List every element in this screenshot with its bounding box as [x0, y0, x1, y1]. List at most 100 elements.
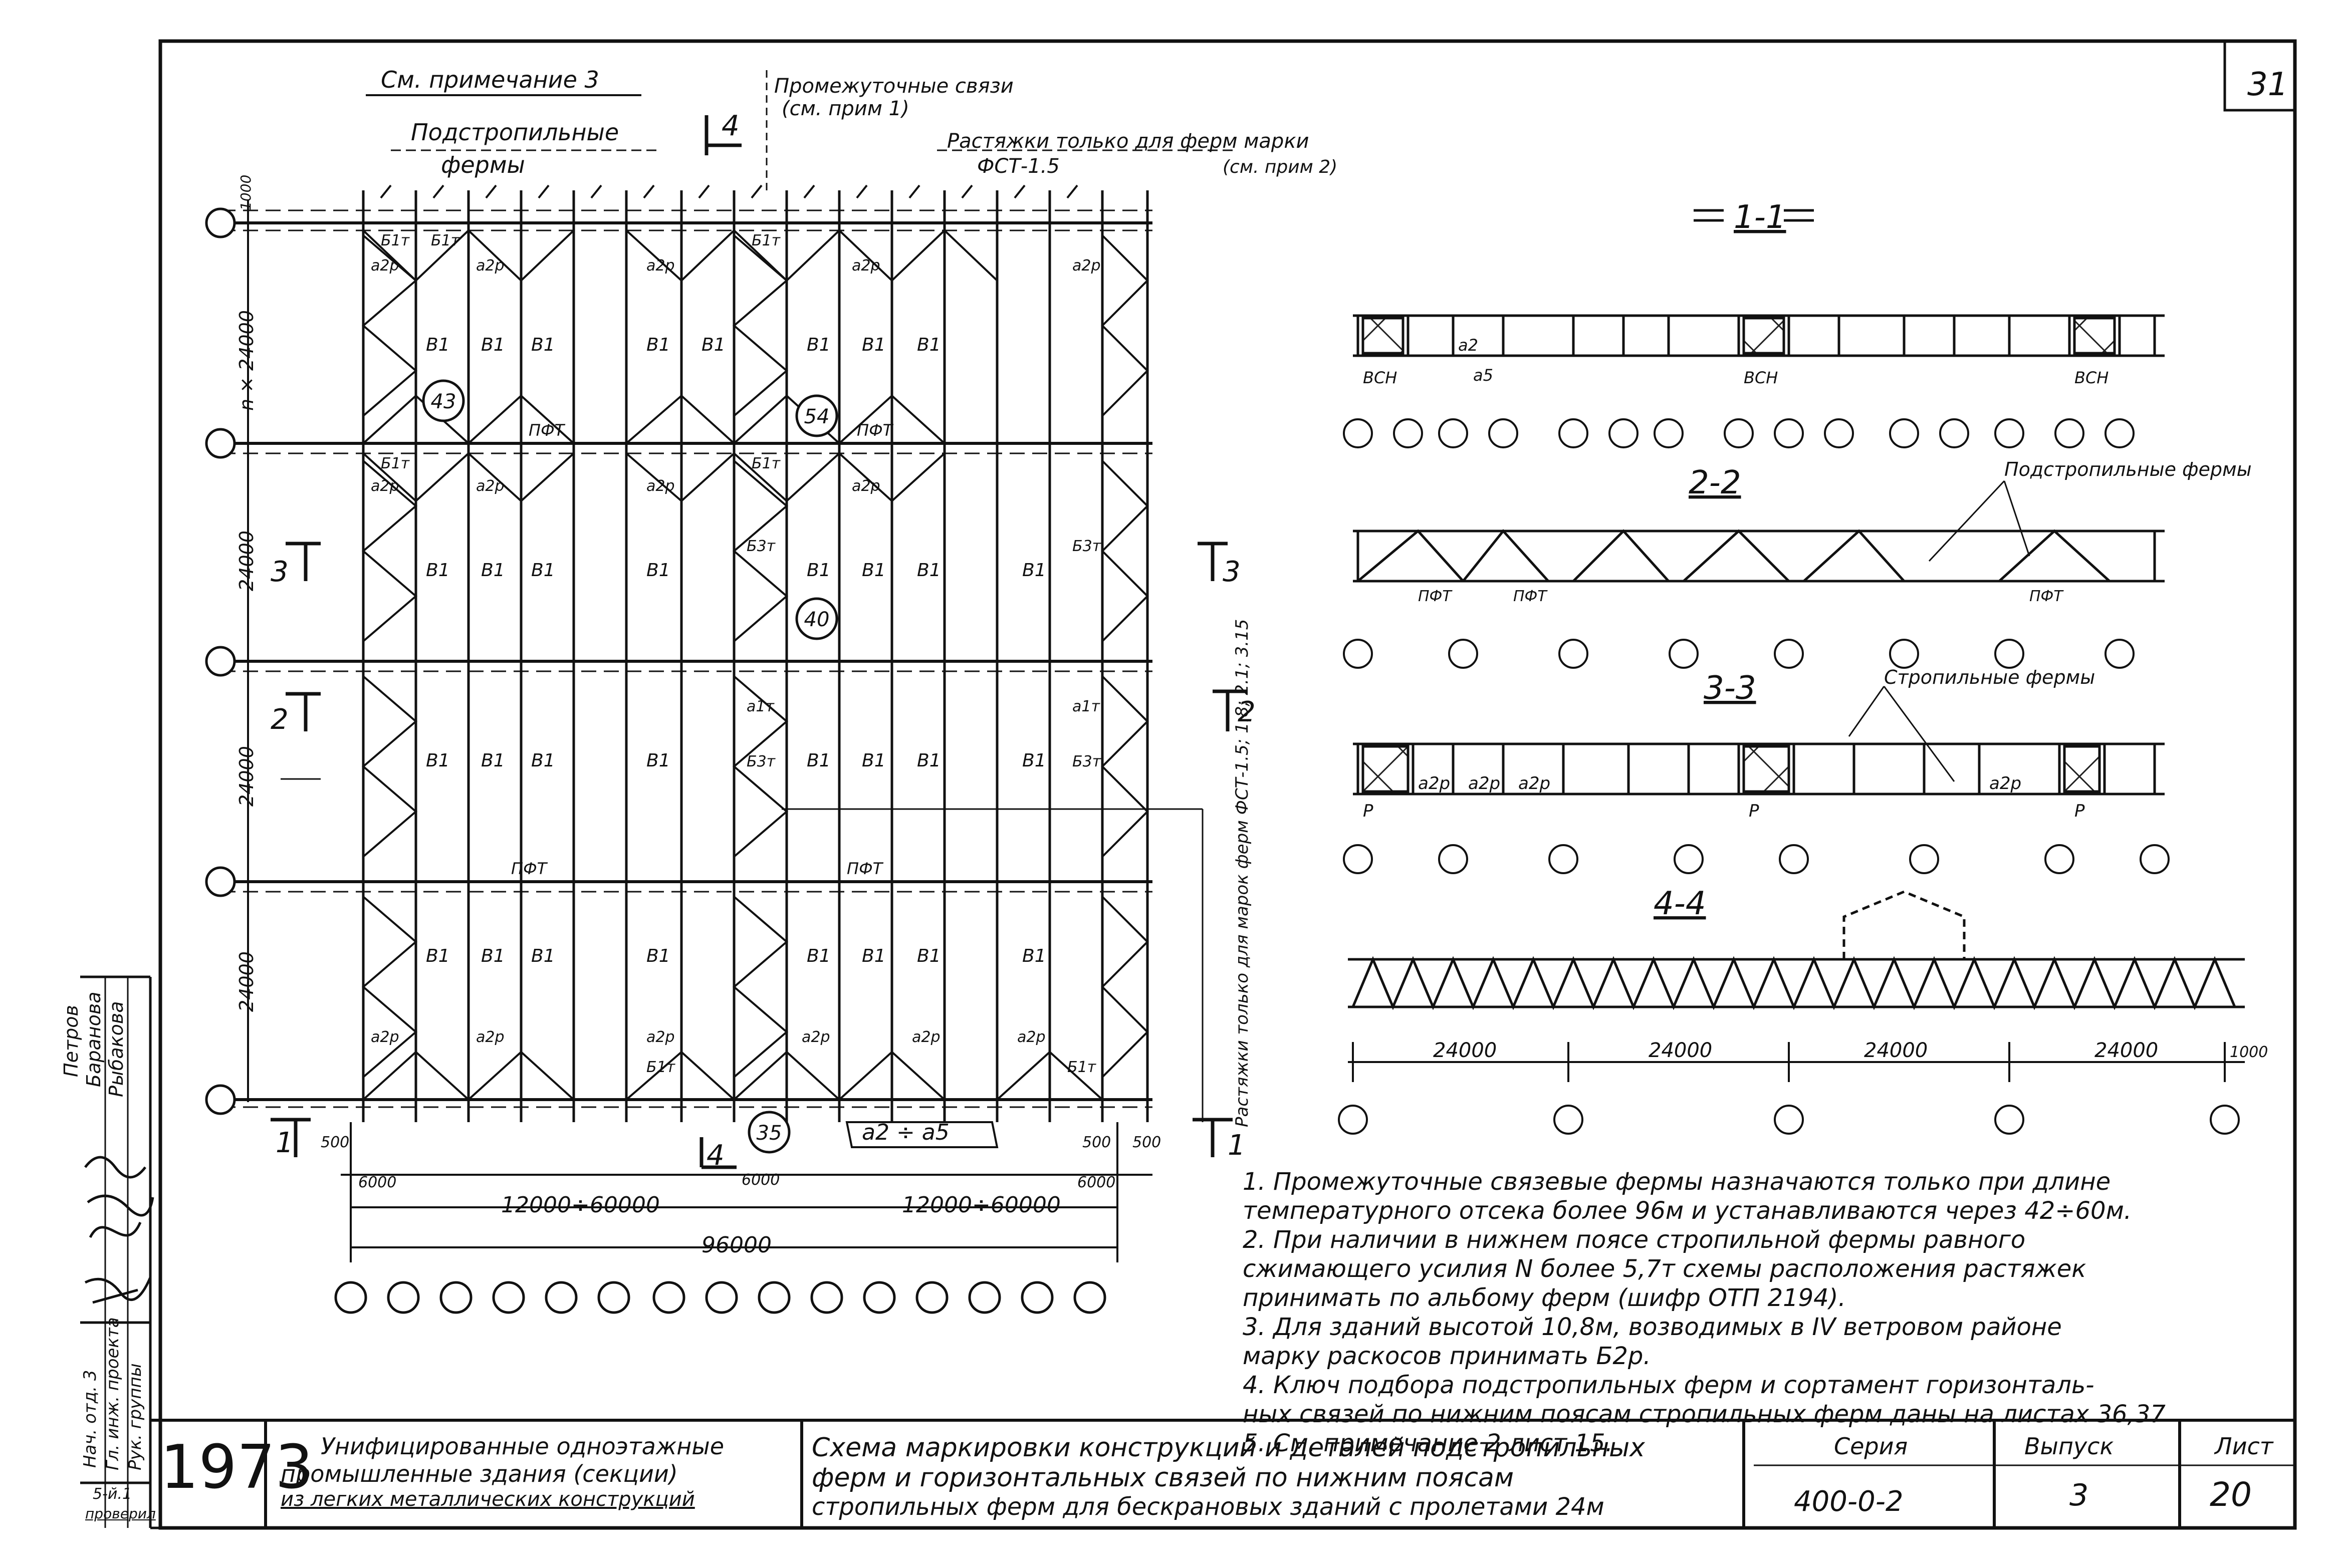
note-line: сжимающего усилия N более 5,7т схемы рас… — [1243, 1255, 2086, 1283]
callout-intermediate-2: (см. прим 1) — [782, 97, 909, 120]
plan-label-b1: B1 — [426, 335, 450, 355]
plan-label-b1t: Б1т — [1067, 1059, 1097, 1076]
plan-label-b1t: Б1т — [752, 232, 781, 249]
issue-label: Выпуск — [2024, 1433, 2114, 1460]
plan-label-b1: B1 — [531, 560, 555, 581]
year: 1973 — [160, 1433, 314, 1502]
plan-label-b1: B1 — [807, 335, 831, 355]
cut-1-left: 1 — [276, 1127, 294, 1159]
s11-label-bsn: ВСН — [1744, 368, 1778, 387]
plan-label-a1t: a1т — [747, 698, 775, 715]
org-line-1: Унифицированные одноэтажные — [321, 1433, 724, 1460]
cut-3-right: 3 — [1223, 556, 1241, 588]
s11-label-a2: a2 — [1458, 336, 1478, 355]
plan-label-b1t: Б1т — [381, 232, 410, 249]
plan-label-b3t: Б3т — [1072, 538, 1102, 555]
plan-label-b1: B1 — [481, 750, 505, 771]
callout-sub-trusses-1: Подстропильные — [411, 119, 619, 146]
stamp-role-1: Нач. отд. 3 — [80, 1370, 100, 1468]
note-line: ных связей по нижним поясам стропильных … — [1243, 1400, 2166, 1428]
dim-500-r1: 500 — [1082, 1134, 1111, 1151]
sheet-label: Лист — [2215, 1433, 2273, 1460]
s33-label-p: P — [1749, 801, 1759, 821]
plan-label-b1: B1 — [481, 946, 505, 966]
mark-circle-35 — [748, 1111, 791, 1154]
plan-label-b1: B1 — [807, 946, 831, 966]
note-line: температурного отсека более 96м и устана… — [1243, 1197, 2132, 1225]
section-3-3-title: 3-3 — [1704, 670, 1756, 707]
callout-note3: См. примечание 3 — [381, 66, 599, 93]
plan-label-b1: B1 — [917, 750, 941, 771]
drawing-title-3: стропильных ферм для бескрановых зданий … — [812, 1493, 1604, 1521]
plan-label-b1: B1 — [646, 335, 670, 355]
plan-label-b3t: Б3т — [747, 538, 776, 555]
s44-dim-24000-d: 24000 — [2094, 1039, 2158, 1062]
note-line: 4. Ключ подбора подстропильных ферм и со… — [1243, 1371, 2094, 1399]
title-block — [150, 1419, 2295, 1528]
plan-label-b3t: Б3т — [747, 753, 776, 770]
plan-label-b1: B1 — [1022, 946, 1046, 966]
dim-range-left: 12000÷60000 — [501, 1192, 660, 1218]
dim-6000-c: 6000 — [1077, 1174, 1115, 1191]
note-line: 3. Для зданий высотой 10,8м, возводимых … — [1243, 1313, 2062, 1341]
dim-1000: 1000 — [238, 175, 254, 210]
dim-24000-b: 24000 — [236, 746, 258, 807]
plan-label-a2p: a2p — [912, 1028, 941, 1046]
plan-label-b1: B1 — [917, 946, 941, 966]
s33-label-strop: Стропильные фермы — [1884, 666, 2095, 688]
s33-label-a2p: a2p — [1518, 773, 1550, 794]
series-value: 400-0-2 — [1794, 1485, 1904, 1518]
plan-label-a2p: a2p — [1017, 1028, 1046, 1046]
cut-1-right: 1 — [1228, 1129, 1246, 1162]
plan-label-b1: B1 — [531, 335, 555, 355]
plan-label-b1: B1 — [807, 560, 831, 581]
plan-label-b1: B1 — [531, 750, 555, 771]
series-label: Серия — [1834, 1433, 1908, 1460]
callout-stretch-1: Растяжки только для ферм марки — [947, 130, 1309, 153]
plan-label-b1: B1 — [426, 560, 450, 581]
s11-label-bsn: ВСН — [2074, 368, 2109, 387]
dim-total: 96000 — [702, 1232, 772, 1258]
drawing-title-2: ферм и горизонтальных связей по нижним п… — [812, 1463, 1514, 1493]
plan-label-b1: B1 — [862, 560, 886, 581]
sheet-number-box — [2223, 41, 2295, 112]
cut-3-left: 3 — [271, 556, 289, 588]
mark-40: 40 — [804, 608, 830, 631]
drawing-title-1: Схема маркировки конструкций и деталей п… — [812, 1433, 1645, 1463]
plan-label-a2p: a2p — [371, 257, 399, 275]
sheet-number: 31 — [2247, 66, 2288, 103]
signature-scribble — [84, 1156, 154, 1304]
section-4-4-title: 4-4 — [1654, 885, 1706, 922]
dim-500-r2: 500 — [1132, 1134, 1161, 1151]
dim-6000-b: 6000 — [742, 1171, 780, 1189]
plan-label-b1: B1 — [862, 946, 886, 966]
stamp-mark: проверил — [85, 1505, 156, 1522]
plan-label-b1: B1 — [1022, 750, 1046, 771]
plan-label-b1: B1 — [481, 560, 505, 581]
note-line: принимать по альбому ферм (шифр ОТП 2194… — [1243, 1284, 1846, 1312]
s33-label-a2p: a2p — [1418, 773, 1450, 794]
plan-label-b1: B1 — [862, 750, 886, 771]
dim-range-right: 12000÷60000 — [902, 1192, 1061, 1218]
plan-label-b1: B1 — [531, 946, 555, 966]
org-line-3: из легких металлических конструкций — [281, 1488, 695, 1511]
plan-label-b1: B1 — [426, 750, 450, 771]
plan-label-b1: B1 — [646, 560, 670, 581]
sheet-border — [158, 39, 2297, 1530]
plan-label-b1: B1 — [702, 335, 726, 355]
callout-sub-trusses-2: фермы — [441, 151, 525, 178]
cut-2-right: 2 — [1238, 696, 1256, 728]
plan-label-a2p: a2p — [646, 257, 675, 275]
s11-label-bsn: ВСН — [1363, 368, 1397, 387]
plan-side-note: Растяжки только для марок ферм ФСТ-1.5; … — [1232, 619, 1252, 1127]
plan-label-a2p: a2p — [476, 1028, 505, 1046]
stamp-date: 5-й.1 — [93, 1485, 132, 1503]
sheet-value: 20 — [2210, 1475, 2252, 1514]
plan-label-b1: B1 — [481, 335, 505, 355]
plan-label-a2p: a2p — [1072, 257, 1101, 275]
dim-6000-a: 6000 — [358, 1174, 396, 1191]
org-line-2: промышленные здания (секции) — [281, 1460, 678, 1487]
plan-label-b1: B1 — [917, 335, 941, 355]
plan-label-pft: ПФТ — [847, 859, 884, 878]
plan-label-b1t: Б1т — [752, 455, 781, 472]
